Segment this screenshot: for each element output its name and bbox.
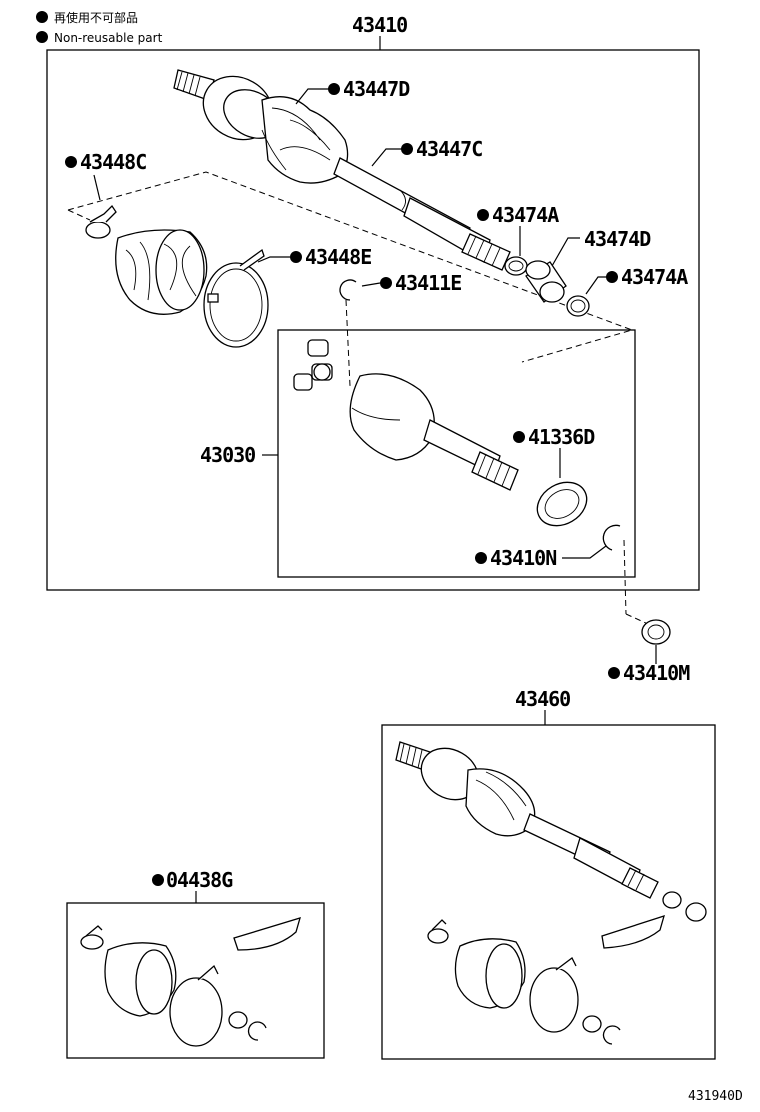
label-43410M: 43410M bbox=[623, 661, 690, 685]
inner-boot bbox=[115, 229, 208, 315]
non-reusable-dot-icon bbox=[401, 143, 413, 155]
non-reusable-dot-icon bbox=[513, 431, 525, 443]
boot-kit-43460 bbox=[427, 915, 665, 1045]
non-reusable-dot-icon bbox=[606, 271, 618, 283]
label-43410: 43410 bbox=[352, 13, 407, 37]
non-reusable-dot-icon bbox=[328, 83, 340, 95]
oil-seal-41336D bbox=[536, 481, 588, 527]
label-43474D: 43474D bbox=[584, 227, 651, 251]
non-reusable-dot-icon bbox=[36, 11, 48, 23]
label-43411E: 43411E bbox=[395, 271, 461, 295]
outer-shaft-assembly bbox=[173, 69, 511, 271]
non-reusable-dot-icon bbox=[152, 874, 164, 886]
non-reusable-dot-icon bbox=[36, 31, 48, 43]
label-43030: 43030 bbox=[200, 443, 255, 467]
clamp-43448E bbox=[203, 248, 269, 348]
assembly-box-43460 bbox=[381, 724, 716, 1060]
label-43447C: 43447C bbox=[416, 137, 482, 161]
inner-joint-housing bbox=[349, 373, 519, 491]
non-reusable-dot-icon bbox=[608, 667, 620, 679]
clamp-43448C bbox=[85, 204, 117, 239]
label-43410N: 43410N bbox=[490, 546, 556, 570]
shaft-assembly-43460 bbox=[395, 741, 707, 922]
label-04438G: 04438G bbox=[166, 868, 233, 892]
legend: 再使用不可部品 Non-reusable part bbox=[36, 10, 163, 45]
label-43448E: 43448E bbox=[305, 245, 371, 269]
ring-43474A-upper bbox=[504, 256, 528, 276]
damper-43474D bbox=[525, 260, 567, 303]
diagram-code: 431940D bbox=[688, 1089, 743, 1104]
inner-joint-box bbox=[277, 329, 636, 578]
assembly-box-43410 bbox=[46, 49, 700, 591]
snap-ring-43410N bbox=[602, 524, 621, 551]
seal-43410M bbox=[641, 619, 671, 645]
snap-ring-43411E bbox=[339, 279, 357, 301]
legend-text-jp: 再使用不可部品 bbox=[54, 10, 138, 25]
label-41336D: 41336D bbox=[528, 425, 595, 449]
tripod-joint bbox=[293, 339, 333, 391]
non-reusable-dot-icon bbox=[380, 277, 392, 289]
label-43474A-upper: 43474A bbox=[492, 203, 559, 227]
non-reusable-dot-icon bbox=[290, 251, 302, 263]
legend-text-en: Non-reusable part bbox=[54, 31, 163, 45]
non-reusable-dot-icon bbox=[477, 209, 489, 221]
label-43474A-lower: 43474A bbox=[621, 265, 688, 289]
label-43460: 43460 bbox=[515, 687, 570, 711]
label-43447D: 43447D bbox=[343, 77, 410, 101]
non-reusable-dot-icon bbox=[475, 552, 487, 564]
boot-kit-04438G bbox=[80, 917, 301, 1047]
label-43448C: 43448C bbox=[80, 150, 146, 174]
ring-43474A-lower bbox=[566, 295, 590, 317]
non-reusable-dot-icon bbox=[65, 156, 77, 168]
boot-kit-box-04438G bbox=[66, 902, 325, 1059]
